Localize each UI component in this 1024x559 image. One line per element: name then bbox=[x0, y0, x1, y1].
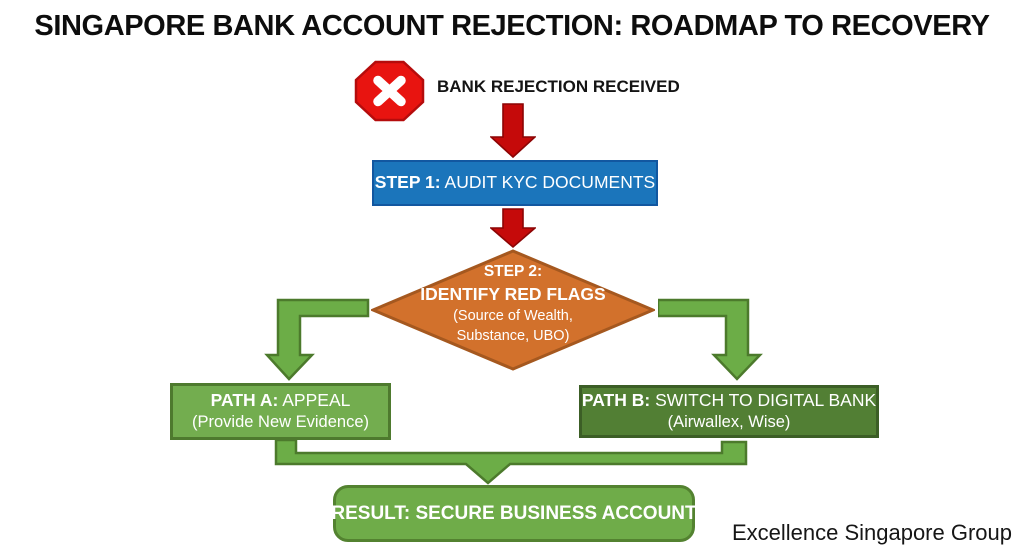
path-b-sublabel: (Airwallex, Wise) bbox=[667, 413, 791, 432]
branch-arrow-right bbox=[658, 298, 763, 381]
decision-diamond-shape bbox=[371, 249, 655, 371]
step2-line1: STEP 2: bbox=[483, 263, 543, 280]
path-a-node: PATH A: APPEAL (Provide New Evidence) bbox=[170, 383, 391, 440]
step2-line4: Substance, UBO) bbox=[456, 328, 570, 344]
start-label: BANK REJECTION RECEIVED bbox=[437, 77, 680, 96]
step2-line2: IDENTIFY RED FLAGS bbox=[420, 284, 606, 304]
page-title: SINGAPORE BANK ACCOUNT REJECTION: ROADMA… bbox=[34, 10, 990, 42]
path-a-sublabel: (Provide New Evidence) bbox=[192, 413, 369, 432]
path-b-label: PATH B: SWITCH TO DIGITAL BANK bbox=[581, 390, 877, 411]
path-a-label: PATH A: APPEAL bbox=[210, 390, 351, 411]
step1-node: STEP 1: AUDIT KYC DOCUMENTS bbox=[372, 160, 658, 206]
step2-line3: (Source of Wealth, bbox=[453, 308, 573, 324]
down-arrow-red-icon-1 bbox=[490, 103, 536, 159]
branch-arrow-left bbox=[264, 298, 370, 381]
merge-connector-arrow bbox=[274, 438, 748, 485]
down-arrow-red-icon-2 bbox=[490, 208, 536, 249]
path-b-node: PATH B: SWITCH TO DIGITAL BANK (Airwalle… bbox=[579, 385, 879, 438]
result-node: RESULT: SECURE BUSINESS ACCOUNT bbox=[331, 485, 697, 542]
step2-node: STEP 2: IDENTIFY RED FLAGS (Source of We… bbox=[393, 261, 633, 346]
footer-brand: Excellence Singapore Group bbox=[731, 520, 1012, 545]
stop-x-octagon-icon bbox=[354, 60, 425, 122]
result-label: RESULT: SECURE BUSINESS ACCOUNT bbox=[331, 502, 697, 524]
step1-label: STEP 1: AUDIT KYC DOCUMENTS bbox=[374, 172, 656, 193]
